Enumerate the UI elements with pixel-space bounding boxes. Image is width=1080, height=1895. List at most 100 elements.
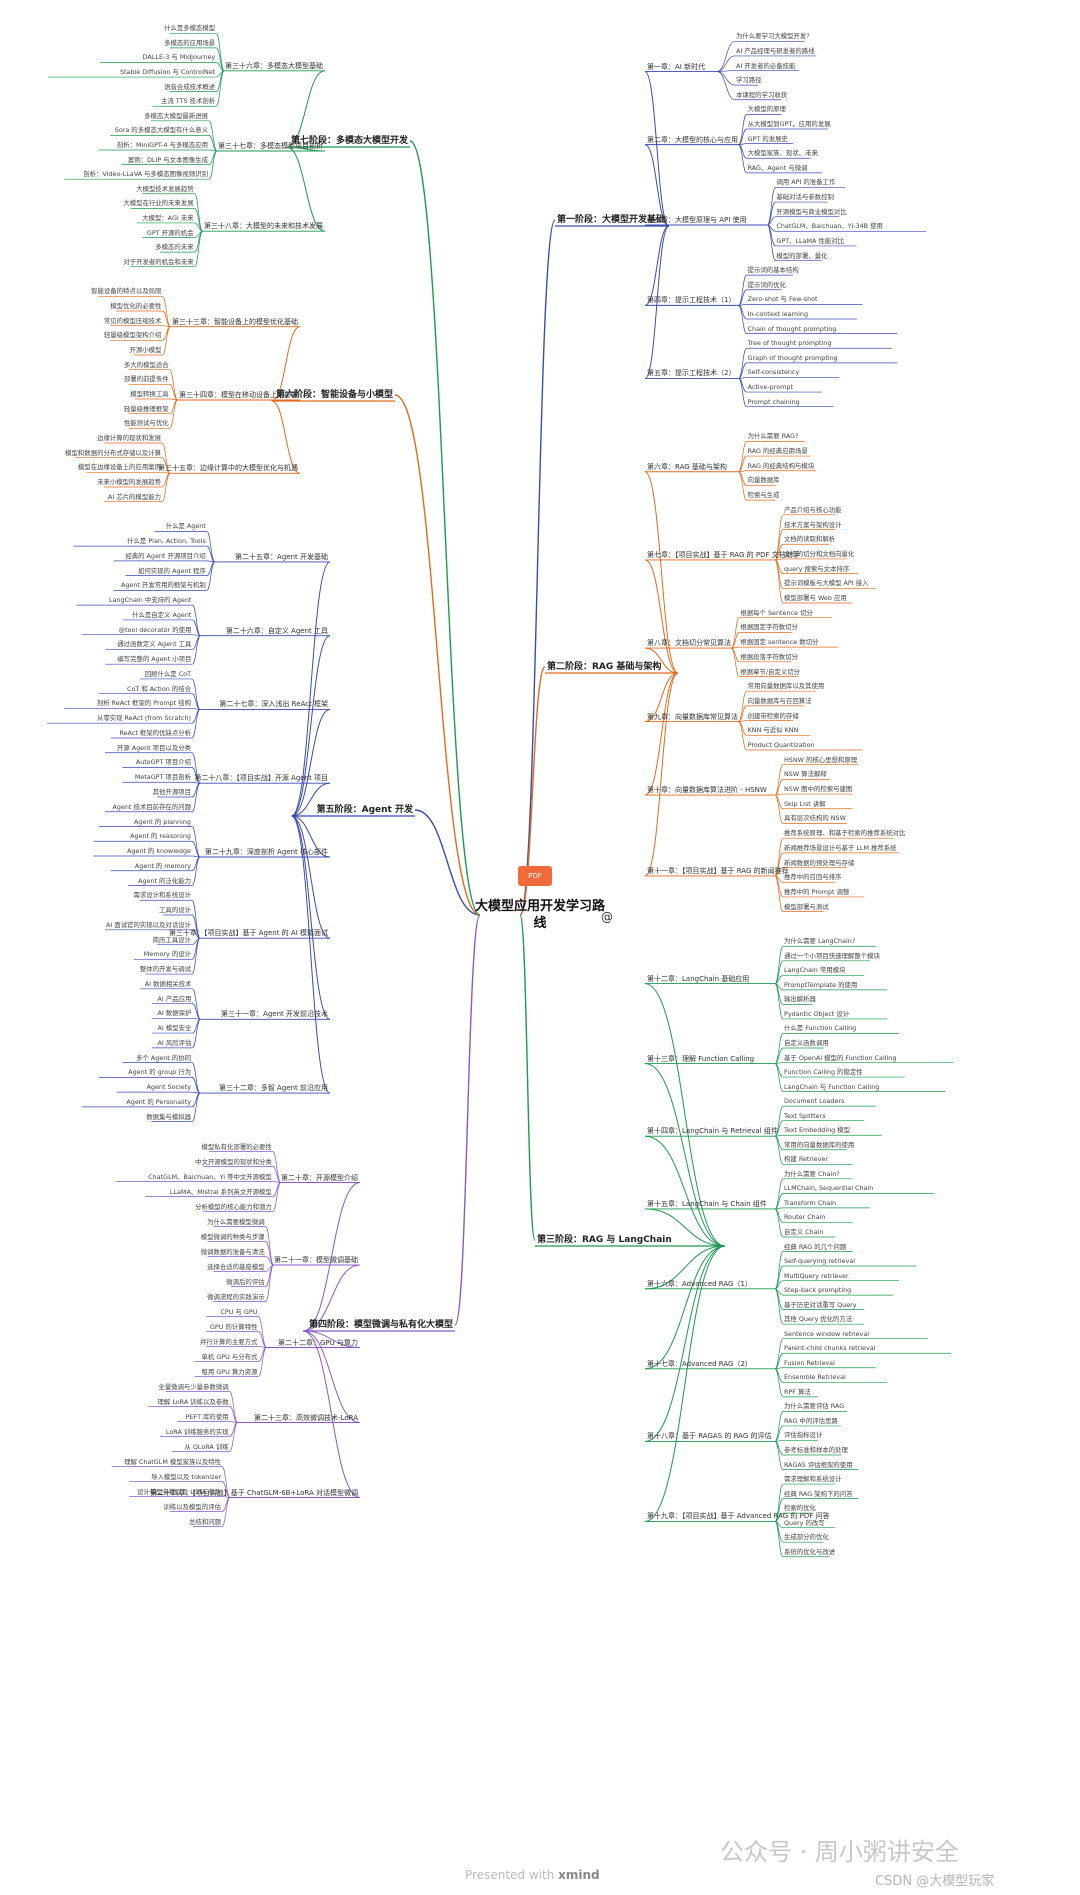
item-3-5-3[interactable]: MultiQuery retriever bbox=[784, 1271, 849, 1280]
stage-3[interactable]: 第三阶段：RAG 与 LangChain bbox=[537, 1235, 672, 1245]
item-6-3-2[interactable]: 模型和数据的分布式存储以及计算 bbox=[65, 448, 161, 457]
item-2-4-5[interactable]: Product Quantization bbox=[747, 740, 815, 749]
item-4-4-3[interactable]: PEFT 库的使用 bbox=[185, 1412, 229, 1421]
item-4-2-6[interactable]: 微调流程的实践演示 bbox=[207, 1292, 265, 1301]
item-5-5-3[interactable]: Agent 的 knowledge bbox=[126, 847, 191, 855]
item-3-1-6[interactable]: Pydantic Object 设计 bbox=[784, 1009, 850, 1018]
item-3-3-1[interactable]: Document Loaders bbox=[784, 1097, 845, 1106]
item-1-4-5[interactable]: Chain of thought prompting bbox=[747, 324, 837, 333]
item-1-1-4[interactable]: 学习路径 bbox=[736, 76, 762, 85]
chapter-1-2[interactable]: 第二章：大模型的核心与应用 bbox=[647, 135, 738, 144]
chapter-6-1[interactable]: 第三十三章：智能设备上的模型优化基础 bbox=[172, 317, 298, 326]
item-7-2-4[interactable]: 案例：DLIP 与文本图像生成 bbox=[127, 155, 208, 164]
item-2-2-2[interactable]: 技术方案与架构设计 bbox=[784, 520, 842, 529]
chapter-5-3[interactable]: 第二十七章：深入浅出 ReAct 框架 bbox=[219, 700, 328, 709]
item-2-6-3[interactable]: 新闻数据的预处理与存储 bbox=[784, 858, 855, 867]
item-1-3-3[interactable]: 开源模型与商业模型对比 bbox=[776, 207, 847, 216]
item-2-4-1[interactable]: 常用向量数据库以及其使用 bbox=[747, 682, 825, 691]
item-3-1-3[interactable]: LangChain 常用模块 bbox=[784, 966, 846, 975]
chapter-5-2[interactable]: 第二十六章：自定义 Agent 工具 bbox=[225, 626, 328, 635]
item-1-5-5[interactable]: Prompt chaining bbox=[747, 397, 800, 406]
item-4-2-4[interactable]: 选择合适的基座模型 bbox=[207, 1262, 265, 1271]
item-1-1-2[interactable]: AI 产品经理与研发者的路线 bbox=[736, 46, 815, 55]
item-1-1-1[interactable]: 为什么要学习大模型开发? bbox=[736, 32, 810, 41]
stage-1[interactable]: 第一阶段：大模型开发基础 bbox=[557, 215, 666, 225]
chapter-4-4[interactable]: 第二十三章：高效微调技术-LoRA bbox=[254, 1413, 358, 1422]
item-4-1-2[interactable]: 中文开源模型的现状和分类 bbox=[195, 1157, 272, 1166]
item-2-2-1[interactable]: 产品介绍与核心功能 bbox=[784, 505, 842, 514]
item-2-1-2[interactable]: RAG 的经典应用场景 bbox=[747, 447, 808, 456]
item-3-7-3[interactable]: 评估指标设计 bbox=[784, 1431, 823, 1440]
item-5-1-3[interactable]: 经典的 Agent 开源项目介绍 bbox=[125, 551, 206, 560]
item-6-1-5[interactable]: 开源小模型 bbox=[129, 346, 162, 354]
item-2-1-3[interactable]: RAG 的经典结构与模块 bbox=[747, 461, 815, 470]
item-2-5-5[interactable]: 具有层次结构的 NSW bbox=[784, 814, 846, 823]
item-3-5-6[interactable]: 其他 Query 优化的方法 bbox=[784, 1315, 853, 1324]
item-5-5-5[interactable]: Agent 的泛化能力 bbox=[138, 876, 191, 885]
chapter-5-1[interactable]: 第二十五章：Agent 开发基础 bbox=[235, 552, 328, 561]
item-5-3-4[interactable]: 从零实现 ReAct (from Scratch) bbox=[96, 714, 191, 723]
item-3-3-3[interactable]: Text Embedding 模型 bbox=[784, 1126, 851, 1135]
item-4-3-2[interactable]: GPU 的计算特性 bbox=[209, 1322, 258, 1331]
item-2-1-4[interactable]: 向量数据库 bbox=[747, 476, 780, 485]
item-3-1-4[interactable]: PromptTemplate 的使用 bbox=[784, 980, 858, 989]
item-3-8-4[interactable]: Query 的改写 bbox=[784, 1518, 825, 1527]
item-7-2-3[interactable]: 剖析：MiniGPT-4 与多模态应用 bbox=[116, 141, 208, 149]
item-3-3-2[interactable]: Text Splitters bbox=[784, 1111, 826, 1120]
item-2-2-5[interactable]: query 搜索与文本排序 bbox=[784, 564, 850, 573]
item-3-6-4[interactable]: Ensemble Retrieval bbox=[784, 1373, 846, 1382]
item-5-4-5[interactable]: Agent 技术目前存在的问题 bbox=[112, 802, 191, 811]
item-5-2-5[interactable]: 编写完整的 Agent 小项目 bbox=[117, 655, 192, 664]
chapter-2-1[interactable]: 第六章：RAG 基础与架构 bbox=[647, 462, 727, 471]
item-7-2-1[interactable]: 多模态大模型最新进展 bbox=[144, 111, 208, 120]
item-5-2-2[interactable]: 什么是自定义 Agent bbox=[132, 610, 192, 619]
item-1-2-4[interactable]: 大模型家族、现状、未来 bbox=[747, 149, 818, 158]
item-6-1-3[interactable]: 常见的模型压缩技术 bbox=[103, 316, 162, 325]
chapter-3-4[interactable]: 第十五章：LangChain 与 Chain 组件 bbox=[647, 1199, 767, 1208]
item-6-2-1[interactable]: 多大的模型适合 bbox=[123, 360, 169, 369]
chapter-3-6[interactable]: 第十七章：Advanced RAG（2） bbox=[647, 1359, 752, 1368]
item-6-3-1[interactable]: 边缘计算的现状和发展 bbox=[97, 434, 161, 442]
item-3-2-5[interactable]: LangChain 与 Function Calling bbox=[784, 1082, 880, 1091]
item-3-2-1[interactable]: 什么是 Function Calling bbox=[784, 1024, 857, 1033]
item-1-3-2[interactable]: 基础对话与参数控制 bbox=[776, 193, 834, 202]
item-3-3-5[interactable]: 构建 Retriever bbox=[784, 1155, 829, 1164]
item-5-8-2[interactable]: Agent 的 group 行为 bbox=[128, 1068, 191, 1077]
chapter-3-5[interactable]: 第十六章：Advanced RAG（1） bbox=[647, 1279, 752, 1288]
item-7-3-1[interactable]: 大模型技术发展趋势 bbox=[136, 184, 194, 193]
item-6-1-1[interactable]: 智能设备的特点以及局限 bbox=[91, 287, 162, 296]
item-7-3-3[interactable]: 大模型：AGI 未来 bbox=[142, 213, 194, 222]
item-5-6-4[interactable]: 简历工具设计 bbox=[152, 935, 191, 944]
item-7-3-4[interactable]: GPT 开源的机会 bbox=[146, 228, 194, 237]
item-3-4-2[interactable]: LLMChain, Sequential Chain bbox=[784, 1184, 874, 1193]
chapter-2-4[interactable]: 第九章：向量数据库常见算法 bbox=[647, 712, 738, 721]
item-2-1-1[interactable]: 为什么需要 RAG? bbox=[747, 432, 799, 441]
chapter-5-8[interactable]: 第三十二章：多智 Agent 前沿应用 bbox=[218, 1084, 328, 1093]
item-6-3-4[interactable]: 未来小模型的发展趋势 bbox=[97, 478, 161, 486]
item-4-1-1[interactable]: 模型私有化部署的必要性 bbox=[201, 1142, 272, 1151]
item-5-3-1[interactable]: 回顾什么是 CoT bbox=[144, 669, 191, 678]
stage-4[interactable]: 第四阶段：模型微调与私有化大模型 bbox=[308, 1320, 453, 1330]
item-3-5-5[interactable]: 基于历史对话重写 Query bbox=[784, 1300, 857, 1309]
item-5-2-4[interactable]: 通过函数定义 Agent 工具 bbox=[117, 640, 192, 649]
item-3-4-5[interactable]: 自定义 Chain bbox=[784, 1227, 824, 1236]
item-1-4-2[interactable]: 提示词的优化 bbox=[747, 280, 786, 289]
item-5-5-4[interactable]: Agent 的 memory bbox=[134, 861, 191, 870]
chapter-1-3[interactable]: 第三章：大模型原理与 API 使用 bbox=[647, 216, 747, 224]
chapter-3-1[interactable]: 第十二章：LangChain 基础应用 bbox=[647, 974, 750, 983]
item-7-1-2[interactable]: 多模态的应用场景 bbox=[164, 38, 216, 47]
item-7-3-6[interactable]: 对于开发者的机会和未来 bbox=[123, 257, 194, 266]
item-4-3-1[interactable]: CPU 与 GPU bbox=[220, 1307, 258, 1316]
chapter-4-3[interactable]: 第二十二章：GPU 与算力 bbox=[278, 1338, 358, 1347]
item-5-2-1[interactable]: LangChain 中支持的 Agent bbox=[109, 596, 192, 605]
item-4-3-5[interactable]: 租用 GPU 算力资源 bbox=[201, 1367, 258, 1376]
chapter-2-3[interactable]: 第八章：文档切分常见算法 bbox=[647, 639, 731, 648]
item-5-4-3[interactable]: MetaGPT 项目剖析 bbox=[134, 773, 191, 782]
item-2-6-1[interactable]: 推荐系统原理、和基于检索的推荐系统对比 bbox=[784, 829, 906, 838]
item-5-1-1[interactable]: 什么是 Agent bbox=[165, 522, 206, 531]
item-5-8-5[interactable]: 数据集与模拟器 bbox=[146, 1112, 191, 1121]
item-3-2-4[interactable]: Function Calling 的稳定性 bbox=[784, 1068, 863, 1077]
item-5-3-3[interactable]: 剖析 ReAct 框架的 Prompt 结构 bbox=[96, 699, 191, 708]
item-5-6-5[interactable]: Memory 的设计 bbox=[143, 950, 191, 959]
item-3-1-5[interactable]: 输出解析器 bbox=[784, 995, 816, 1004]
